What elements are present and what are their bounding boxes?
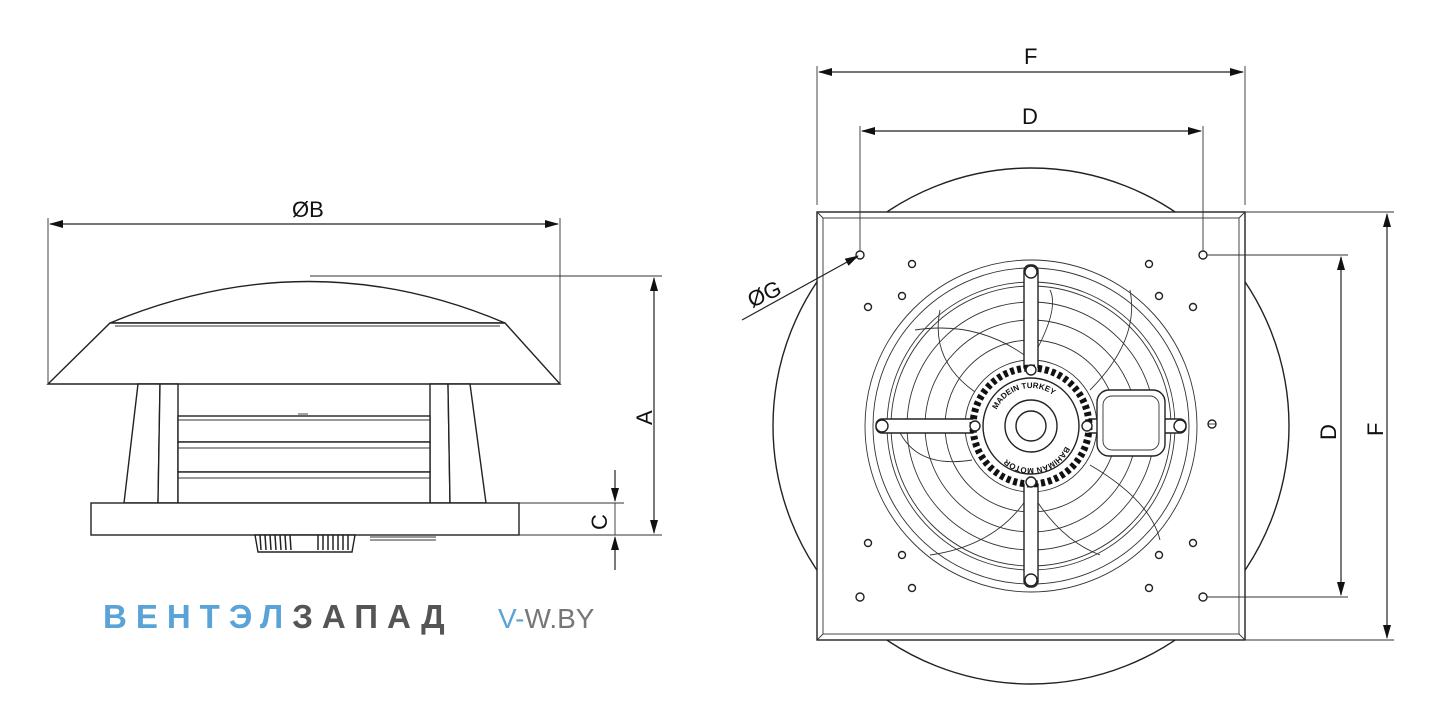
- louvers: [177, 413, 431, 504]
- website-part-blue: V-: [498, 603, 525, 634]
- dim-label-f-right: F: [1363, 423, 1388, 436]
- website-part-gray: W.BY: [524, 603, 595, 634]
- right-support: [447, 383, 487, 504]
- motor: MADEIN TURKEY BAHIMAN MOTOR: [969, 364, 1093, 488]
- dim-label-f-top: F: [1024, 44, 1037, 69]
- top-view: MADEIN TURKEY BAHIMAN MOTOR: [741, 44, 1394, 685]
- dim-label-d-right: D: [1316, 424, 1341, 440]
- brand-part-blue: ВЕНТЭЛ: [103, 598, 293, 635]
- roof-hood: [46, 322, 562, 385]
- base-plate: [90, 502, 520, 536]
- roof-dome: [109, 280, 506, 324]
- motor-fins: [254, 534, 436, 553]
- right-support-inner: [429, 383, 451, 504]
- side-view: ØB A C: [46, 197, 662, 570]
- brand-website: V-W.BY: [498, 603, 594, 635]
- left-support: [123, 383, 161, 504]
- brand-logo: ВЕНТЭЛЗАПАД: [103, 598, 454, 636]
- brand-part-gray: ЗАПАД: [292, 598, 454, 635]
- dim-label-diameter-g: ØG: [744, 275, 786, 312]
- junction-box: [1096, 389, 1166, 457]
- dim-label-c: C: [587, 514, 612, 530]
- dim-label-d-top: D: [1022, 104, 1038, 129]
- dim-label-diameter-b: ØB: [292, 197, 324, 222]
- left-support-inner: [157, 383, 179, 504]
- inlet-ring: [864, 259, 1198, 593]
- dim-label-a: A: [632, 410, 657, 425]
